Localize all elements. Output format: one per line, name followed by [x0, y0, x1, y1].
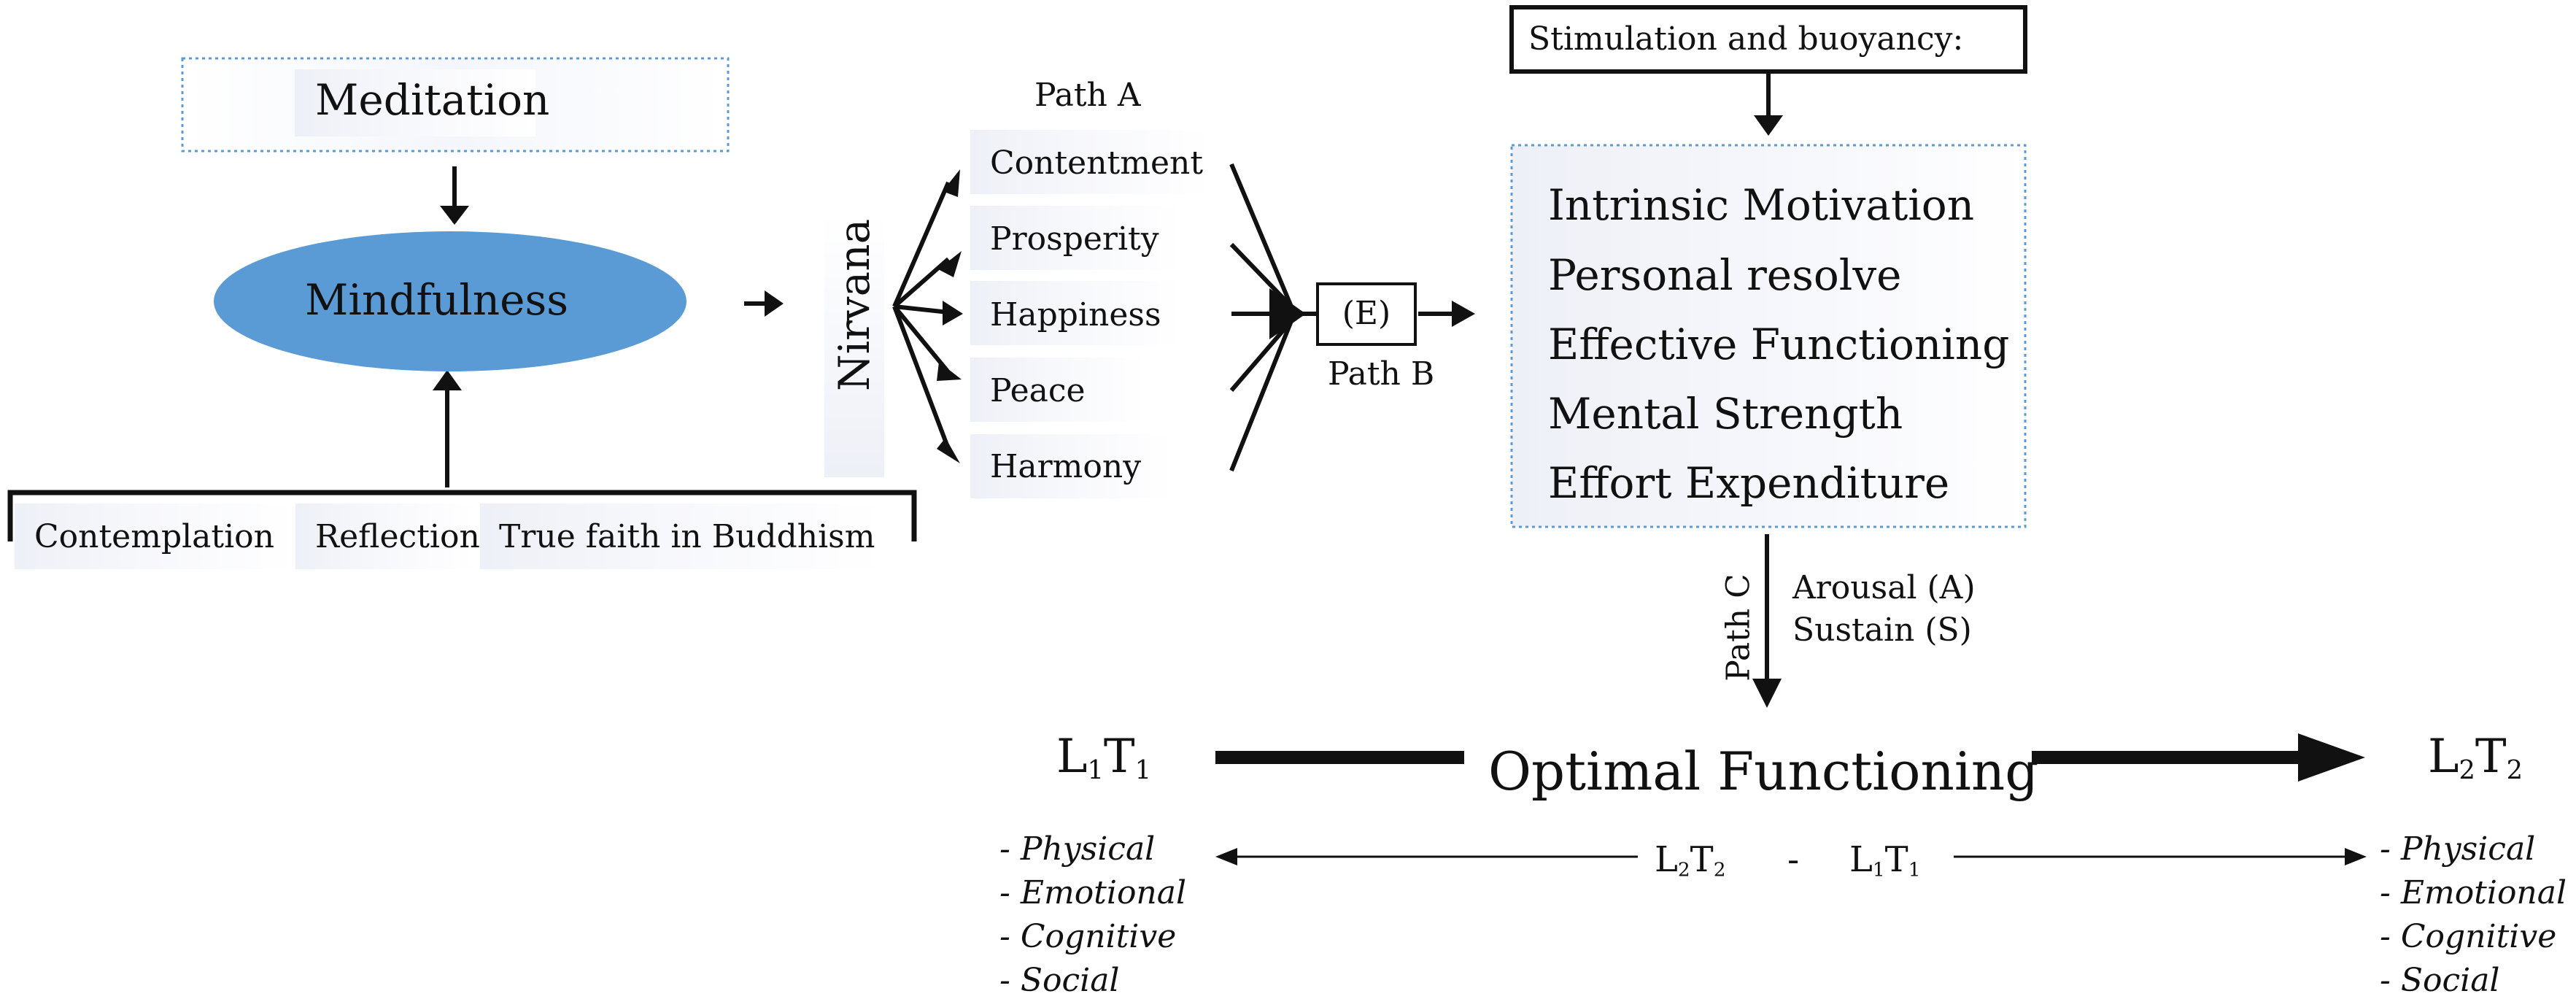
path-a-item-peace: Peace [990, 372, 1086, 409]
path-b-label: Path B [1328, 355, 1435, 393]
outcome-intrinsic-motivation: Intrinsic Motivation [1548, 180, 1975, 230]
path-a-item-happiness: Happiness [990, 296, 1161, 333]
nirvana-label: Nirvana [829, 218, 879, 392]
arousal-label: Arousal (A) [1792, 569, 1976, 606]
difference-l2t2: L2T2 [1655, 839, 1726, 882]
l1t1-label: L1T1 [1056, 730, 1151, 785]
left-domain-emotional: - Emotional [999, 874, 1187, 911]
outcome-effective-functioning: Effective Functioning [1548, 320, 2010, 369]
e-box [1316, 282, 1417, 346]
true-faith-label: True faith in Buddhism [499, 518, 875, 555]
practices-bracket [7, 490, 917, 541]
bar-right-arrowhead [2298, 733, 2365, 782]
mindfulness-ellipse [214, 231, 686, 371]
optimal-functioning-label: Optimal Functioning [1488, 741, 2039, 802]
outcomes-box [1510, 144, 2027, 528]
right-domain-physical: - Physical [2380, 830, 2536, 868]
contemplation-label: Contemplation [34, 518, 274, 555]
reflection-label: Reflection [315, 518, 480, 555]
difference-l1t1: L1T1 [1849, 839, 1921, 882]
right-domain-social: - Social [2380, 962, 2500, 999]
left-domain-social: - Social [999, 962, 1120, 999]
right-domain-cognitive: - Cognitive [2380, 918, 2557, 955]
path-a-label: Path A [1034, 77, 1141, 114]
l2t2-label: L2T2 [2428, 730, 2523, 785]
e-label: (E) [1342, 295, 1391, 332]
right-domain-emotional: - Emotional [2380, 874, 2567, 911]
left-domain-cognitive: - Cognitive [999, 918, 1177, 955]
left-domain-physical: - Physical [999, 830, 1156, 868]
mindfulness-label: Mindfulness [305, 275, 568, 325]
path-a-fan-in [1229, 163, 1293, 472]
sustain-label: Sustain (S) [1792, 612, 1972, 649]
path-a-fan-out [892, 181, 951, 450]
meditation-label: Meditation [315, 75, 550, 125]
outcome-effort-expenditure: Effort Expenditure [1548, 458, 1950, 508]
path-c-label: Path C [1720, 574, 1757, 682]
outcome-personal-resolve: Personal resolve [1548, 250, 1902, 300]
stimulation-label: Stimulation and buoyancy: [1528, 20, 1964, 58]
path-a-item-contentment: Contentment [990, 144, 1204, 182]
outcome-mental-strength: Mental Strength [1548, 389, 1903, 439]
path-a-item-prosperity: Prosperity [990, 220, 1159, 258]
difference-minus: - [1787, 839, 1800, 880]
path-a-item-harmony: Harmony [990, 448, 1142, 485]
stimulation-box [1509, 5, 2027, 74]
